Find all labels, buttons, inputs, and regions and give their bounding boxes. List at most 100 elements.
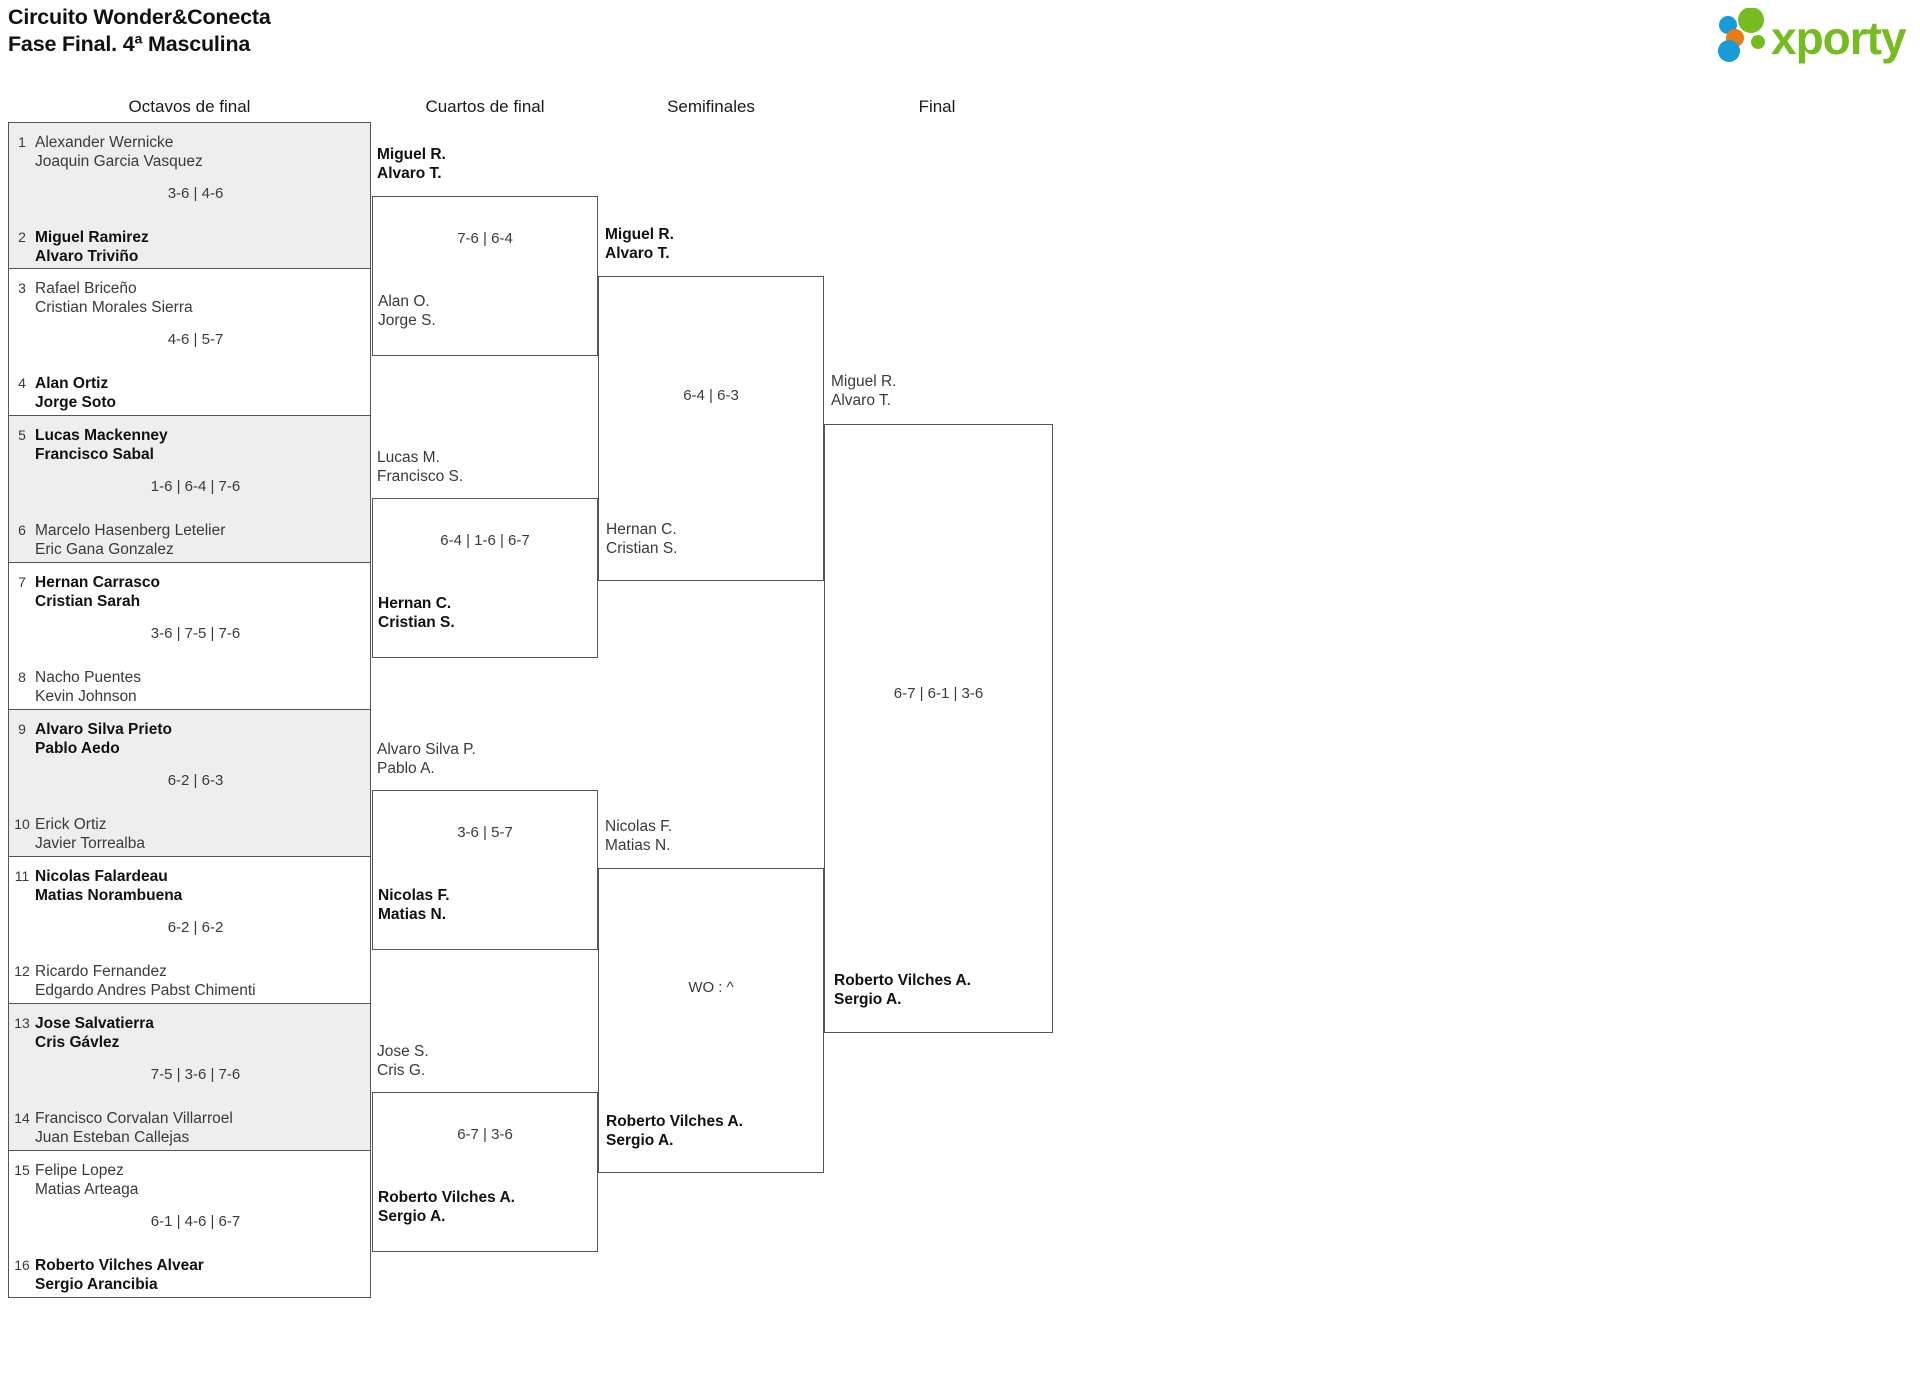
seed-number: 8 (18, 669, 26, 685)
match-score: 6-1 | 4-6 | 6-7 (150, 1213, 241, 1230)
player-pair: Rafael Briceño Cristian Morales Sierra (35, 280, 193, 316)
seed-number: 16 (14, 1257, 30, 1273)
seed-number: 13 (14, 1015, 30, 1031)
match-score: 6-2 | 6-3 (167, 772, 224, 789)
seed-number: 11 (14, 868, 30, 884)
table-row: 5 Lucas Mackenney Francisco Sabal (9, 426, 370, 464)
xporty-logo[interactable]: xporty (1713, 8, 1913, 64)
seed-number: 2 (18, 229, 26, 245)
qf-bottom-player-1: Alan O. Jorge S. (378, 293, 436, 329)
tournament-phase: Fase Final. 4ª Masculina (8, 32, 251, 56)
table-row: 1 Alexander Wernicke Joaquin Garcia Vasq… (9, 133, 370, 171)
match-box-r2-2[interactable]: 6-4 | 1-6 | 6-7 Hernan C. Cristian S. (372, 498, 598, 658)
seed-number: 14 (14, 1110, 30, 1126)
match-box-r1-6[interactable]: 11 Nicolas Falardeau Matias Norambuena 6… (8, 857, 371, 1004)
seed-number: 1 (18, 134, 26, 150)
match-box-r1-3[interactable]: 5 Lucas Mackenney Francisco Sabal 1-6 | … (8, 416, 371, 563)
player-pair: Hernan Carrasco Cristian Sarah (35, 574, 160, 610)
match-score: 6-4 | 1-6 | 6-7 (440, 532, 530, 549)
table-row: 2 Miguel Ramirez Alvaro Triviño (9, 228, 370, 266)
match-score: 6-2 | 6-2 (167, 919, 224, 936)
player-pair: Alexander Wernicke Joaquin Garcia Vasque… (35, 134, 203, 170)
player-pair: Nacho Puentes Kevin Johnson (35, 669, 141, 705)
table-row: 16 Roberto Vilches Alvear Sergio Arancib… (9, 1256, 370, 1294)
round-header-cuartos: Cuartos de final (425, 97, 545, 116)
seed-number: 12 (14, 963, 30, 979)
match-score: 3-6 | 4-6 (167, 185, 224, 202)
table-row: 14 Francisco Corvalan Villarroel Juan Es… (9, 1109, 370, 1147)
match-box-r3-1[interactable]: 6-4 | 6-3 Hernan C. Cristian S. (598, 276, 824, 581)
qf-bottom-player-3: Nicolas F. Matias N. (378, 887, 450, 923)
table-row: 9 Alvaro Silva Prieto Pablo Aedo (9, 720, 370, 758)
table-row: 15 Felipe Lopez Matias Arteaga (9, 1161, 370, 1199)
qf-top-player-4: Jose S. Cris G. (377, 1043, 429, 1079)
match-score: 6-4 | 6-3 (683, 387, 739, 404)
player-pair: Lucas Mackenney Francisco Sabal (35, 427, 168, 463)
match-box-r1-1[interactable]: 1 Alexander Wernicke Joaquin Garcia Vasq… (8, 122, 371, 269)
round-header-final: Final (918, 97, 956, 116)
match-score: 3-6 | 5-7 (457, 824, 513, 841)
match-box-r3-2[interactable]: WO : ^ Roberto Vilches A. Sergio A. (598, 868, 824, 1173)
player-pair: Erick Ortiz Javier Torrealba (35, 816, 145, 852)
table-row: 3 Rafael Briceño Cristian Morales Sierra (9, 279, 370, 317)
match-box-r2-4[interactable]: 6-7 | 3-6 Roberto Vilches A. Sergio A. (372, 1092, 598, 1252)
player-pair: Francisco Corvalan Villarroel Juan Esteb… (35, 1110, 233, 1146)
match-box-r2-1[interactable]: 7-6 | 6-4 Alan O. Jorge S. (372, 196, 598, 356)
qf-bottom-player-2: Hernan C. Cristian S. (378, 595, 455, 631)
round-header-octavos: Octavos de final (128, 97, 251, 116)
table-row: 11 Nicolas Falardeau Matias Norambuena (9, 867, 370, 905)
table-row: 7 Hernan Carrasco Cristian Sarah (9, 573, 370, 611)
player-pair: Roberto Vilches Alvear Sergio Arancibia (35, 1257, 204, 1293)
qf-top-player-3: Alvaro Silva P. Pablo A. (377, 741, 476, 777)
match-box-r2-3[interactable]: 3-6 | 5-7 Nicolas F. Matias N. (372, 790, 598, 950)
table-row: 8 Nacho Puentes Kevin Johnson (9, 668, 370, 706)
tournament-name: Circuito Wonder&Conecta (8, 5, 271, 29)
player-pair: Alan Ortiz Jorge Soto (35, 375, 116, 411)
match-score: 4-6 | 5-7 (167, 331, 224, 348)
xporty-logo-icon: xporty (1718, 8, 1908, 64)
match-box-r1-8[interactable]: 15 Felipe Lopez Matias Arteaga 6-1 | 4-6… (8, 1151, 371, 1298)
table-row: 4 Alan Ortiz Jorge Soto (9, 374, 370, 412)
player-pair: Jose Salvatierra Cris Gávlez (35, 1015, 154, 1051)
player-pair: Marcelo Hasenberg Letelier Eric Gana Gon… (35, 522, 226, 558)
final-bottom-player: Roberto Vilches A. Sergio A. (834, 972, 971, 1008)
seed-number: 10 (14, 816, 30, 832)
round-header-semifinales: Semifinales (667, 97, 755, 116)
match-box-r1-2[interactable]: 3 Rafael Briceño Cristian Morales Sierra… (8, 269, 371, 416)
match-score: 3-6 | 7-5 | 7-6 (150, 625, 241, 642)
player-pair: Nicolas Falardeau Matias Norambuena (35, 868, 183, 904)
sf-bottom-player-1: Hernan C. Cristian S. (606, 521, 678, 557)
table-row: 13 Jose Salvatierra Cris Gávlez (9, 1014, 370, 1052)
sf-bottom-player-2: Roberto Vilches A. Sergio A. (606, 1113, 743, 1149)
svg-text:xporty: xporty (1771, 12, 1907, 64)
match-score: 7-5 | 3-6 | 7-6 (150, 1066, 241, 1083)
match-box-r1-4[interactable]: 7 Hernan Carrasco Cristian Sarah 3-6 | 7… (8, 563, 371, 710)
seed-number: 4 (18, 375, 26, 391)
match-score: 1-6 | 6-4 | 7-6 (150, 478, 241, 495)
seed-number: 9 (18, 721, 26, 737)
match-score: 6-7 | 3-6 (457, 1126, 513, 1143)
qf-top-player-1: Miguel R. Alvaro T. (377, 146, 446, 182)
qf-top-player-2: Lucas M. Francisco S. (377, 449, 464, 485)
player-pair: Ricardo Fernandez Edgardo Andres Pabst C… (35, 963, 256, 999)
table-row: 6 Marcelo Hasenberg Letelier Eric Gana G… (9, 521, 370, 559)
match-score: 6-7 | 6-1 | 3-6 (893, 685, 984, 702)
player-pair: Alvaro Silva Prieto Pablo Aedo (35, 721, 172, 757)
sf-top-player-1: Miguel R. Alvaro T. (605, 226, 674, 262)
match-score: 7-6 | 6-4 (457, 230, 513, 247)
final-top-player: Miguel R. Alvaro T. (831, 373, 897, 409)
match-box-r1-5[interactable]: 9 Alvaro Silva Prieto Pablo Aedo 6-2 | 6… (8, 710, 371, 857)
seed-number: 5 (18, 427, 26, 443)
player-pair: Felipe Lopez Matias Arteaga (35, 1162, 139, 1198)
match-box-r1-7[interactable]: 13 Jose Salvatierra Cris Gávlez 7-5 | 3-… (8, 1004, 371, 1151)
seed-number: 7 (18, 574, 26, 590)
sf-top-player-2: Nicolas F. Matias N. (605, 818, 673, 854)
seed-number: 3 (18, 280, 26, 296)
seed-number: 6 (18, 522, 26, 538)
player-pair: Miguel Ramirez Alvaro Triviño (35, 229, 149, 265)
qf-bottom-player-4: Roberto Vilches A. Sergio A. (378, 1189, 515, 1225)
page-title: Circuito Wonder&Conecta Fase Final. 4ª M… (8, 4, 271, 58)
match-score: WO : ^ (688, 979, 734, 996)
table-row: 12 Ricardo Fernandez Edgardo Andres Pabs… (9, 962, 370, 1000)
match-box-r4-final[interactable]: 6-7 | 6-1 | 3-6 Roberto Vilches A. Sergi… (824, 424, 1053, 1033)
